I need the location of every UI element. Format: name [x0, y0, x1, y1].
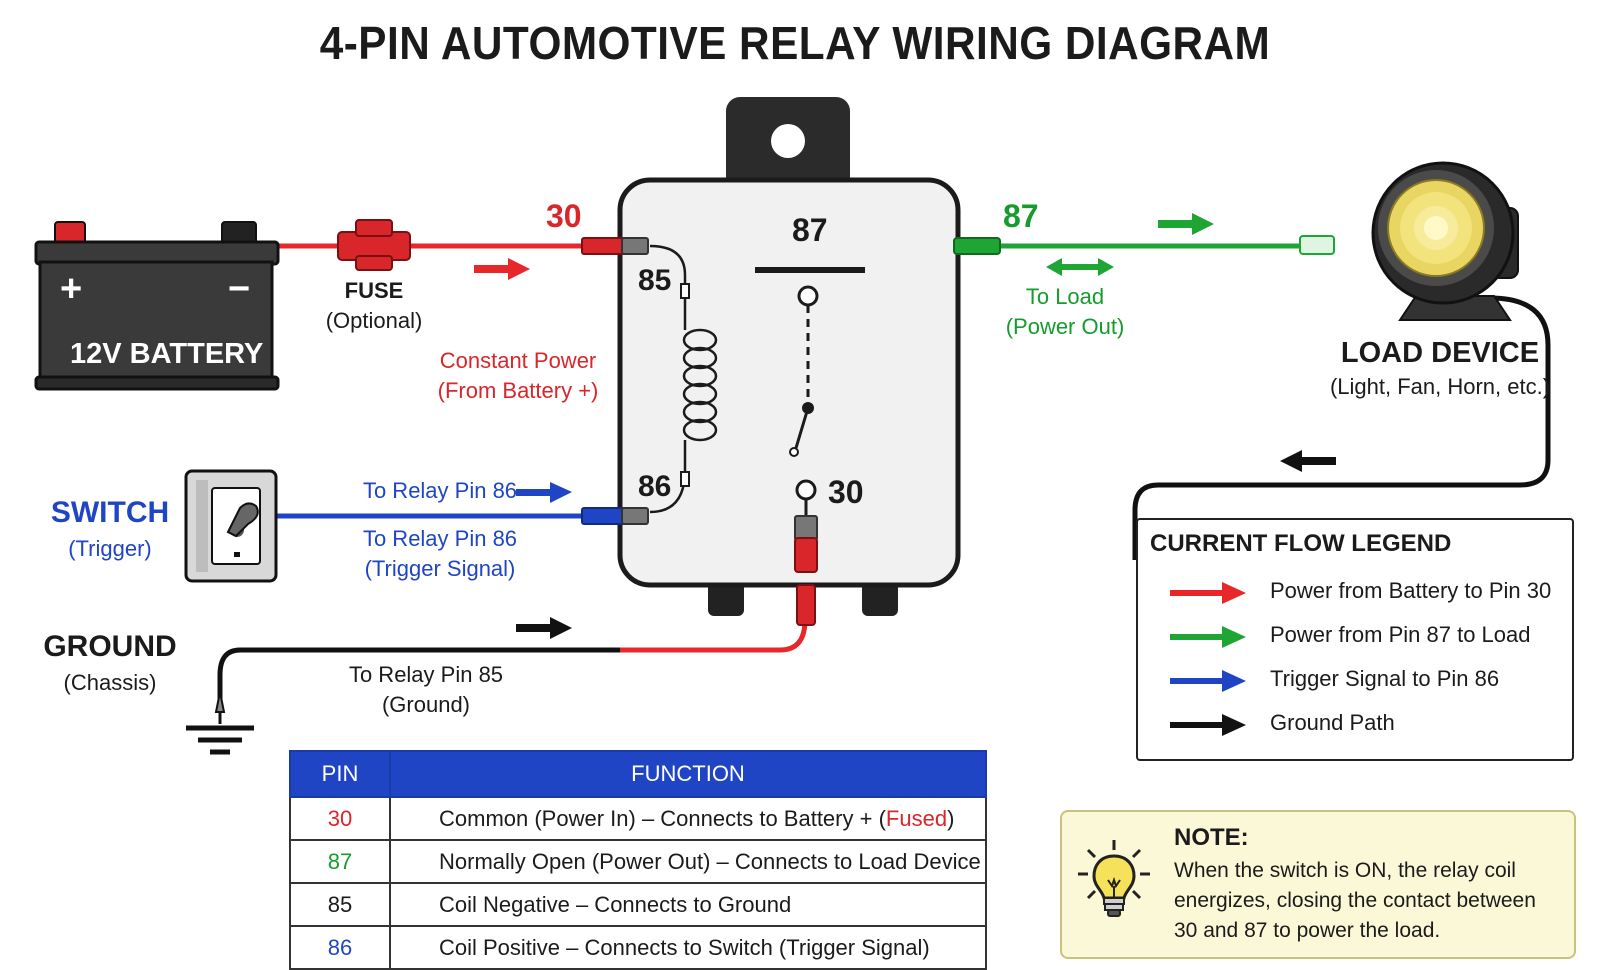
red-arrow-icon	[1170, 582, 1246, 604]
legend-label: Ground Path	[1270, 710, 1395, 735]
function-end: )	[947, 805, 955, 831]
pin86-desc2: (Trigger Signal)	[364, 556, 516, 581]
arrow-green-double	[1046, 258, 1114, 276]
arrow-blue	[516, 482, 572, 503]
header-function: FUNCTION	[389, 750, 987, 798]
legend-item: Power from Battery to Pin 30	[1138, 576, 1568, 610]
note-title: NOTE:	[1174, 824, 1249, 851]
pin30-desc2: (From Battery +)	[437, 378, 599, 403]
switch-label: SWITCH	[50, 496, 170, 529]
legend-label: Trigger Signal to Pin 86	[1270, 666, 1500, 691]
battery-minus: −	[228, 268, 251, 310]
note-body: When the switch is ON, the relay coil en…	[1174, 859, 1536, 942]
green-arrow-icon	[1170, 626, 1246, 648]
ground-symbol	[186, 691, 254, 755]
battery	[34, 221, 280, 391]
switch	[184, 469, 278, 583]
page-title: 4-PIN AUTOMOTIVE RELAY WIRING DIAGRAM	[319, 17, 1271, 69]
lightbulb-icon	[1078, 840, 1150, 917]
function-cell: Common (Power In) – Connects to Battery …	[389, 796, 987, 841]
pin-function-table: PIN FUNCTION 30 Common (Power In) – Conn…	[289, 750, 987, 970]
pin87-desc: To Load	[1025, 284, 1105, 309]
current-flow-legend: CURRENT FLOW LEGEND Power from Battery t…	[1136, 518, 1574, 761]
legend-label: Power from Battery to Pin 30	[1270, 578, 1552, 603]
legend-label: Power from Pin 87 to Load	[1270, 622, 1531, 647]
table-row: 30 Common (Power In) – Connects to Batte…	[289, 796, 987, 841]
pin85-desc: To Relay Pin 85	[348, 662, 504, 687]
legend-item: Trigger Signal to Pin 86	[1138, 664, 1568, 698]
battery-plus: +	[60, 268, 83, 310]
battery-label: 12V BATTERY	[70, 338, 264, 370]
fuse	[337, 219, 411, 271]
arrow-red	[474, 258, 530, 280]
pin86-desc: To Relay Pin 86	[362, 526, 518, 551]
pin30-desc: Constant Power	[439, 348, 597, 373]
pin-cell: 30	[289, 796, 391, 841]
relay-pin87: 87	[792, 212, 828, 248]
function-text: Common (Power In) – Connects to Battery …	[439, 805, 886, 831]
table-row: 87 Normally Open (Power Out) – Connects …	[289, 839, 987, 884]
fuse-sublabel: (Optional)	[325, 308, 423, 333]
black-arrow-icon	[1170, 714, 1246, 736]
arrow-black-right	[516, 617, 572, 639]
arrow-black-left	[1280, 450, 1336, 472]
pin87-wire-label: 87	[1003, 198, 1039, 234]
table-header-row: PIN FUNCTION	[289, 750, 987, 798]
pin86-top-label: To Relay Pin 86	[362, 478, 518, 503]
wire-load-return	[1132, 295, 1551, 560]
relay	[581, 97, 1001, 626]
relay-pin30: 30	[828, 474, 864, 510]
arrow-green-right	[1158, 213, 1214, 235]
note-box: NOTE: When the switch is ON, the relay c…	[1060, 810, 1576, 959]
ground-label: GROUND	[43, 630, 177, 663]
ground-sublabel: (Chassis)	[63, 670, 157, 695]
pin85-desc2: (Ground)	[381, 692, 471, 717]
load-label: LOAD DEVICE	[1340, 337, 1540, 369]
pin30-wire-label: 30	[546, 198, 582, 234]
fuse-label: FUSE	[344, 278, 404, 303]
legend-title: CURRENT FLOW LEGEND	[1150, 530, 1452, 557]
relay-pin85: 85	[638, 264, 672, 297]
blue-arrow-icon	[1170, 670, 1246, 692]
function-cell: Coil Negative – Connects to Ground	[389, 882, 987, 927]
load-sublabel: (Light, Fan, Horn, etc.)	[1329, 374, 1551, 399]
load-lamp	[1299, 161, 1519, 321]
legend-item: Ground Path	[1138, 708, 1568, 742]
table-row: 85 Coil Negative – Connects to Ground	[289, 882, 987, 927]
pin-cell: 85	[289, 882, 391, 927]
legend-item: Power from Pin 87 to Load	[1138, 620, 1568, 654]
pin87-desc2: (Power Out)	[1005, 314, 1125, 339]
relay-pin86: 86	[638, 470, 672, 503]
pin-cell: 87	[289, 839, 391, 884]
wire-ground-path	[217, 647, 620, 700]
function-cell: Normally Open (Power Out) – Connects to …	[389, 839, 987, 884]
header-pin: PIN	[289, 750, 391, 798]
switch-sublabel: (Trigger)	[68, 536, 152, 561]
function-highlight: Fused	[885, 805, 948, 831]
